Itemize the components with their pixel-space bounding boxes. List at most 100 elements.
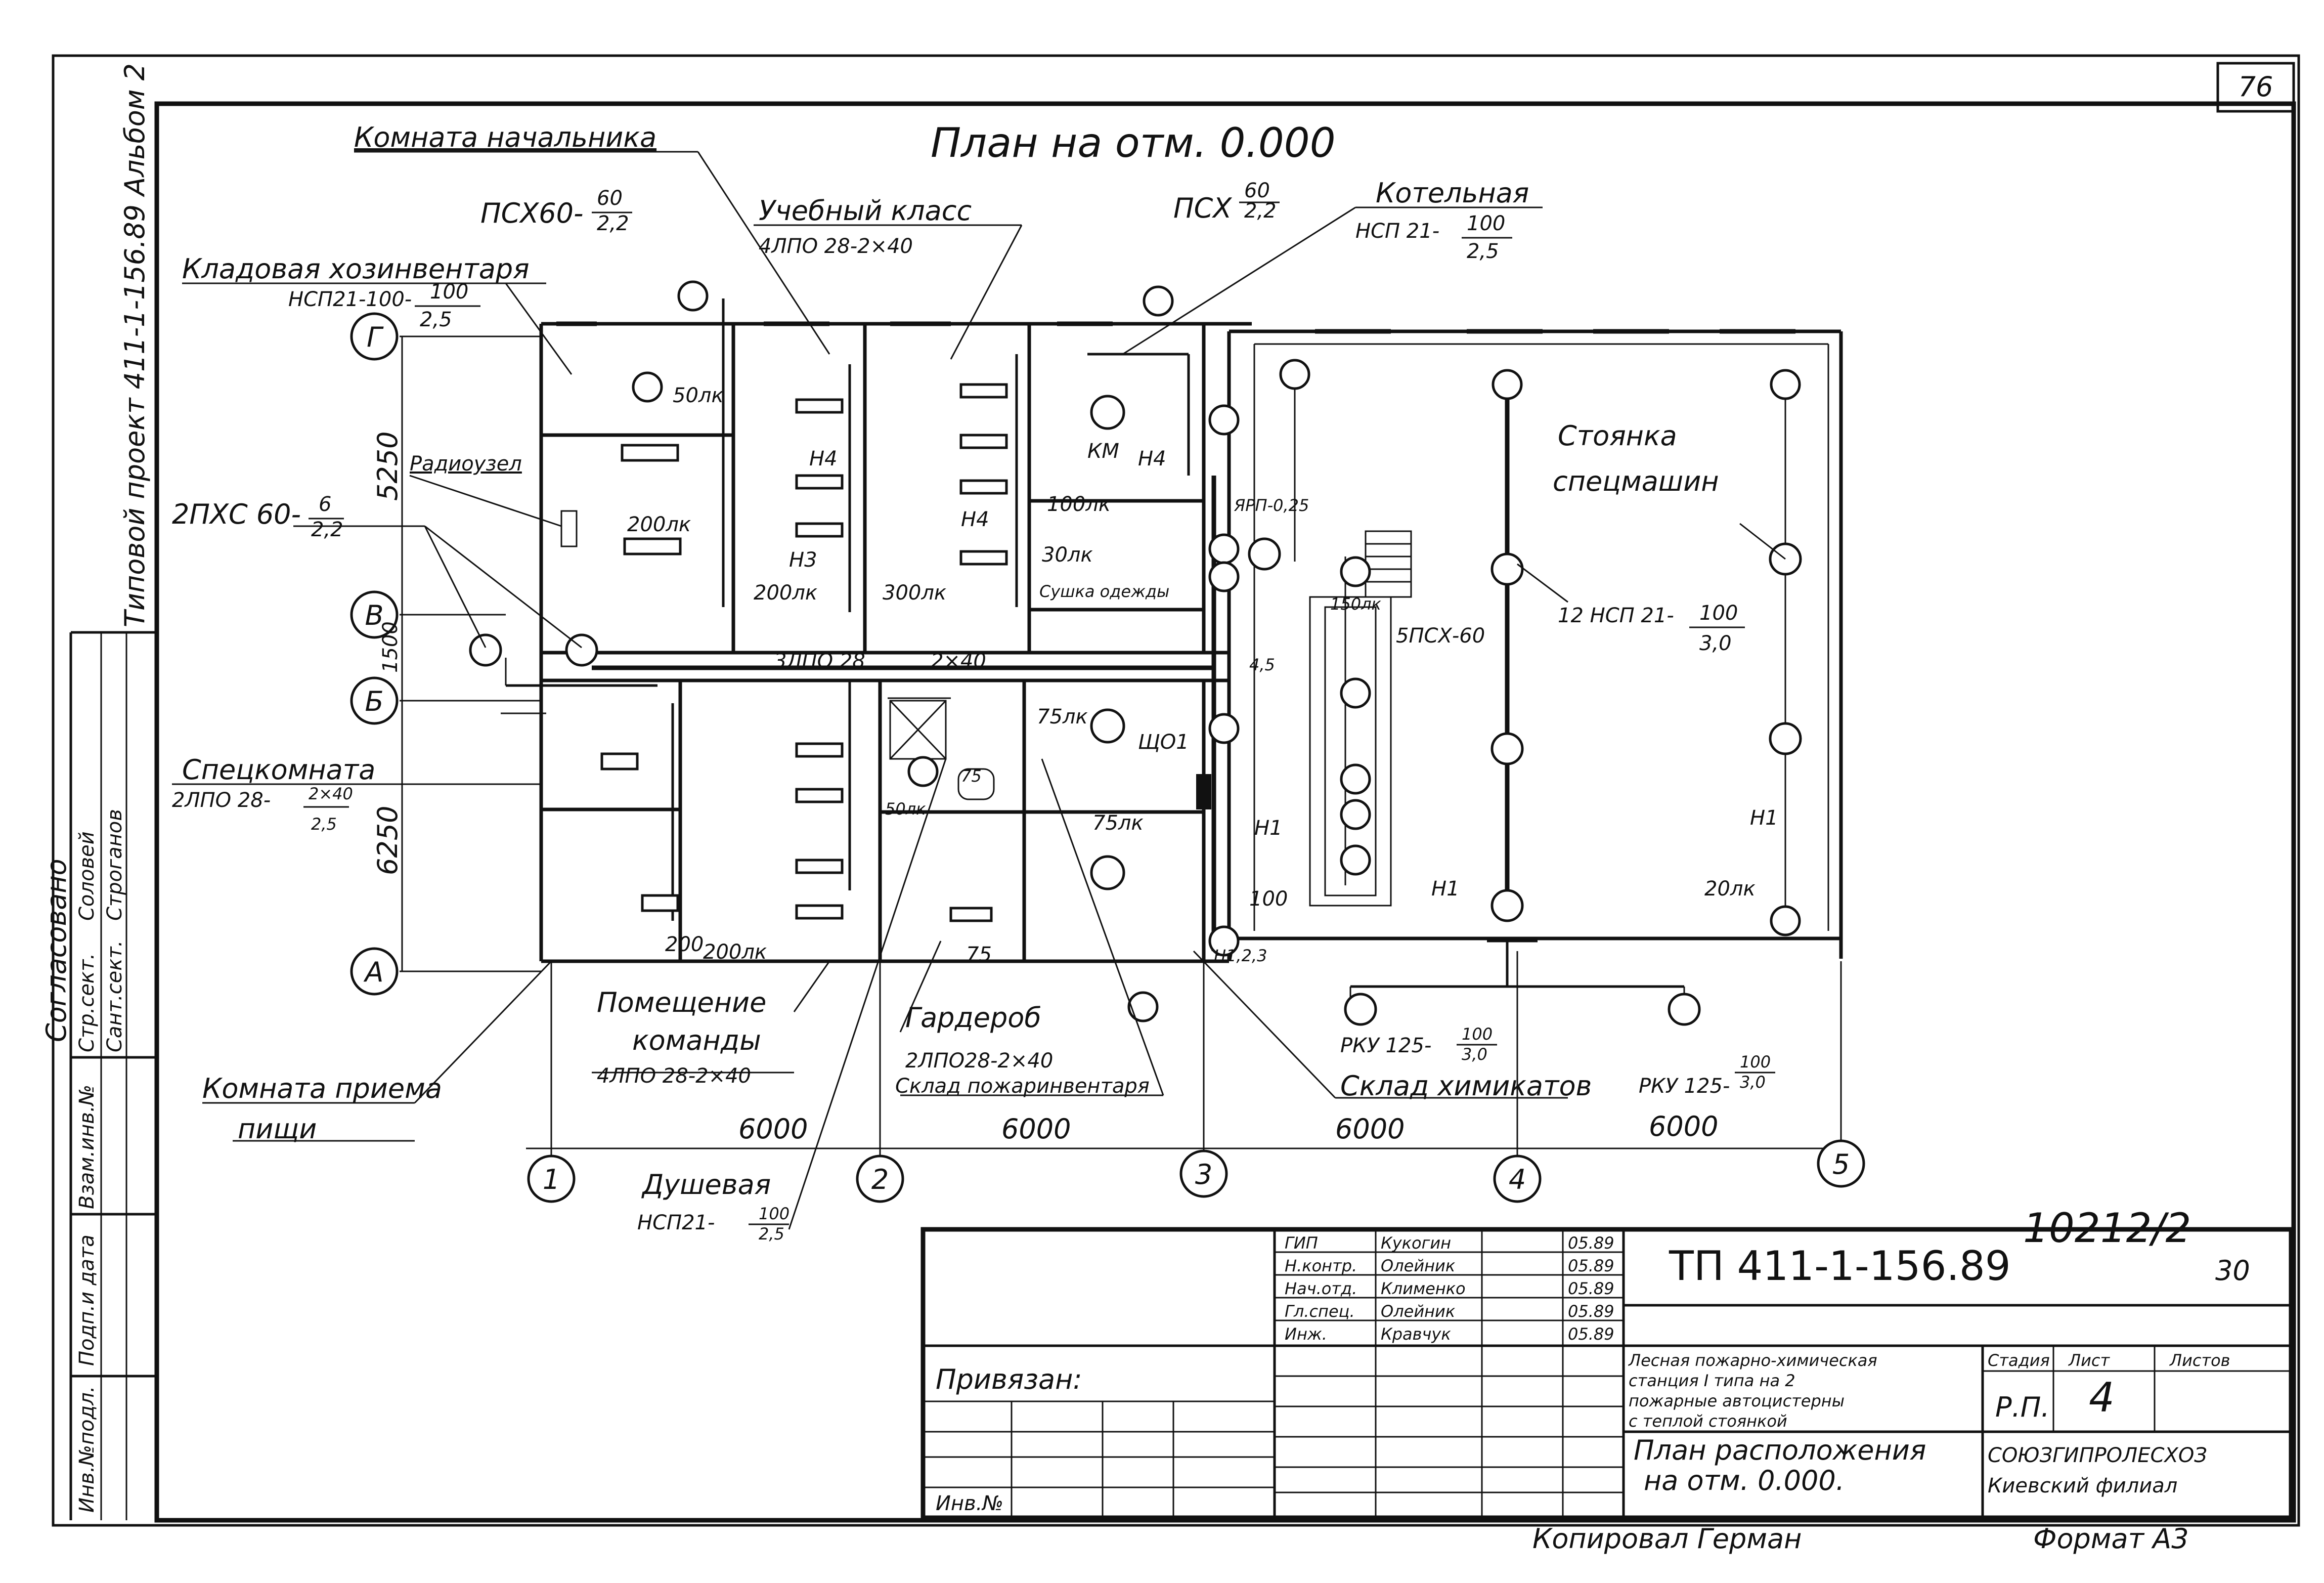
stamp-role-1: Стр.сект.: [75, 953, 99, 1052]
room-storage: Кладовая хозинвентаря: [182, 253, 530, 285]
axis-number-marker: [527, 1154, 576, 1203]
lux-label: 200лк: [627, 513, 691, 536]
fixture-labels: ПСХ60- 60 2,2 ПСХ 60 2,2 2ПХС 60- 6 2,2 …: [172, 179, 1775, 1098]
lux-label: 75лк: [1037, 705, 1088, 729]
tb-date: 05.89: [1568, 1256, 1614, 1275]
illuminance-labels: 50лк 200лк 200лк 300лк 100лк 30лк 200лк …: [627, 384, 1756, 966]
lux-label: 50лк: [885, 799, 926, 819]
tb-role: Н.контр.: [1285, 1256, 1357, 1275]
tb-role: Инж.: [1285, 1324, 1327, 1344]
room-vehicle-1: Стоянка: [1558, 420, 1677, 452]
fixture-pskhe-num: 6: [319, 493, 331, 516]
lux-label: 200лк: [703, 940, 767, 964]
room-vehicle-2: спецмашин: [1553, 465, 1719, 497]
axis-letter-marker: [350, 676, 399, 725]
room-shower: Душевая: [641, 1169, 771, 1201]
room-team-2: команды: [632, 1024, 761, 1056]
room-radio: Радиоузел: [410, 452, 522, 476]
axis-number: 2: [871, 1164, 889, 1195]
dim-h: 6000: [1001, 1113, 1071, 1145]
tb-sheet-header: Лист: [2068, 1351, 2110, 1370]
grid-axes: Г В Б А 5250 1500 6250 1 2 3 4 5 6000 60…: [350, 312, 1865, 1203]
fixture-sushka: Сушка одежды: [1039, 582, 1169, 601]
copied-by: Копировал Герман: [1532, 1523, 1802, 1555]
room-special-lamp-type: 2ЛПО 28-: [172, 789, 271, 812]
tb-stage-header: Стадия: [1988, 1351, 2050, 1370]
title-block: ТП 411-1-156.89 30 ГИП Н.контр. Нач.отд.…: [920, 1227, 2294, 1520]
fixture-shch: ЩО1: [1138, 731, 1189, 754]
tb-sheets-header: Листов: [2169, 1351, 2230, 1370]
tb-name: Олейник: [1381, 1256, 1456, 1275]
room-vehicle-lamp-num: 100: [1699, 602, 1738, 625]
room-chief: Комната начальника: [354, 121, 656, 153]
fixture-pskh-right-num: 60: [1244, 179, 1270, 202]
room-shower-lamp-num: 100: [759, 1204, 790, 1223]
axis-letter-marker: [350, 590, 399, 639]
axis-number-marker: [1179, 1149, 1228, 1198]
fixture-rku-left-type: РКУ 125-: [1340, 1034, 1431, 1057]
tb-role: ГИП: [1285, 1233, 1318, 1253]
tb-date: 05.89: [1568, 1233, 1614, 1253]
fixture-rku-left-den: 3,0: [1462, 1045, 1487, 1064]
lux-label: 200: [665, 933, 704, 956]
axis-number-marker: [856, 1154, 904, 1203]
lux-label: 100лк: [1047, 493, 1111, 516]
tb-org-2: Киевский филиал: [1988, 1474, 2177, 1498]
fixture-pskh-left-num: 60: [597, 187, 623, 210]
tb-name: Олейник: [1381, 1302, 1456, 1321]
lux-label: 75: [966, 943, 992, 966]
room-boiler-lamp-num: 100: [1467, 212, 1505, 235]
tb-object-line: с теплой стоянкой: [1629, 1411, 1787, 1431]
axis-letter: А: [364, 956, 384, 988]
tb-stage: Р.П.: [1995, 1391, 2050, 1423]
room-vehicle-lamp-type: 12 НСП 21-: [1558, 604, 1674, 627]
group-tag: Н3: [789, 548, 817, 572]
room-food-2: пищи: [238, 1113, 317, 1145]
group-tag: Н4: [809, 447, 838, 470]
room-vehicle-lamp-den: 3,0: [1699, 632, 1732, 655]
tb-name: Клименко: [1381, 1279, 1466, 1298]
room-shower-lamp-type: НСП21-: [637, 1211, 715, 1234]
fixture-km: КМ: [1087, 440, 1119, 463]
room-fire-store: Склад пожаринвентаря: [895, 1075, 1150, 1098]
room-labels: Комната начальника Учебный класс 4ЛПО 28…: [172, 121, 1745, 1244]
dim-v: 6250: [372, 806, 404, 875]
lux-label: 50лк: [673, 384, 724, 407]
room-chem-store: Склад химикатов: [1340, 1070, 1592, 1102]
stamp-role-2: Сант.сект.: [103, 940, 126, 1052]
group-tag: Н1: [1254, 817, 1283, 840]
dim-v: 5250: [372, 432, 404, 501]
building-walls: [539, 321, 1843, 963]
tb-sheet: 4: [2089, 1374, 2115, 1421]
radio-panel: [560, 510, 578, 547]
lux-label: 150лк: [1330, 594, 1382, 614]
project-vertical: Типовой проект 411-1-156.89 Альбом 2: [119, 63, 151, 627]
tb-org-1: СОЮЗГИПРОЛЕСХОЗ: [1988, 1444, 2207, 1467]
outer-frame: [52, 54, 2300, 1527]
fixture-pskh-left-type: ПСХ60-: [480, 197, 584, 229]
room-boiler-lamp-type: НСП 21-: [1355, 220, 1439, 243]
fixture-rku-right-num: 100: [1740, 1052, 1771, 1072]
plan-title: План на отм. 0.000: [931, 119, 1336, 166]
dim-h: 6000: [1335, 1113, 1405, 1145]
sheet-number-box: [2216, 62, 2295, 113]
room-special: Спецкомната: [182, 754, 375, 786]
tb-date: 05.89: [1568, 1302, 1614, 1321]
stair: [1365, 530, 1412, 598]
room-class-lamp: 4ЛПО 28-2×40: [759, 235, 913, 258]
inspection-pit-inner: [1324, 606, 1377, 896]
sheet-number: 76: [2239, 71, 2273, 103]
tb-role: Нач.отд.: [1285, 1279, 1357, 1298]
stamp-name-1: Соловей: [75, 831, 99, 921]
tb-object-line: Лесная пожарно-химическая: [1628, 1351, 1877, 1370]
tb-object-line: пожарные автоцистерны: [1629, 1391, 1845, 1410]
axis-letter: Г: [367, 321, 384, 353]
inner-frame: [154, 101, 2296, 1523]
axis-letter: В: [365, 600, 383, 631]
leader-lines: [172, 151, 1786, 1230]
stamp-replace-inv: Взам.инв.№: [75, 1085, 99, 1209]
lux-label: 100: [1249, 887, 1288, 911]
group-tag: Н4: [1138, 447, 1166, 470]
distribution-board: [1196, 774, 1211, 809]
dim-v: 1500: [379, 621, 402, 673]
